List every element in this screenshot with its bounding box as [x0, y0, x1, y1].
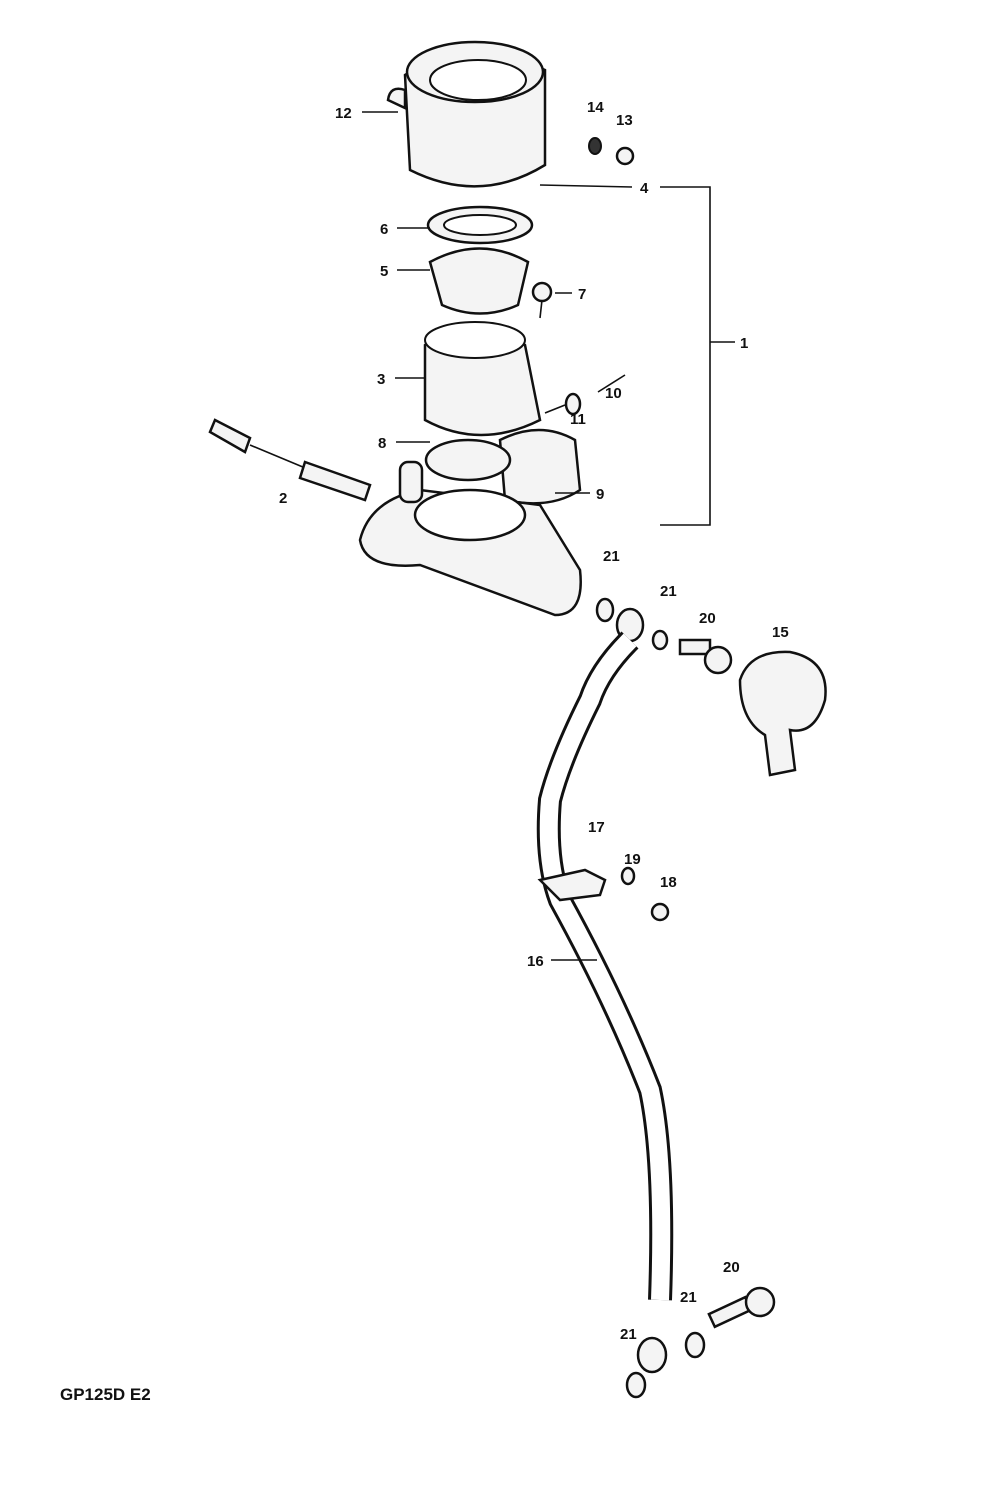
callout-17: 17 [588, 819, 605, 836]
callout-6: 6 [380, 221, 388, 238]
callout-18: 18 [660, 874, 677, 891]
callout-2: 2 [279, 490, 287, 507]
part-reservoir-cap [386, 40, 547, 188]
callout-4: 4 [640, 180, 649, 197]
part-pivot-bolt [597, 374, 626, 393]
callout-13: 13 [616, 112, 633, 129]
part-screw-13 [615, 146, 635, 166]
part-gasket [424, 438, 512, 482]
part-nut [564, 392, 582, 416]
callout-19: 19 [624, 851, 641, 868]
part-screw-18 [650, 902, 670, 922]
part-washer-14 [588, 137, 602, 155]
part-bleeder-cap [738, 650, 827, 777]
leader-lines [362, 111, 735, 961]
callout-21: 21 [680, 1289, 697, 1306]
part-screw [531, 281, 553, 319]
part-banjo-bolt-upper [678, 638, 733, 675]
callout-9: 9 [596, 486, 604, 503]
callout-20: 20 [699, 610, 716, 627]
callout-20: 20 [723, 1259, 740, 1276]
callout-10: 10 [605, 385, 622, 402]
callout-21: 21 [603, 548, 620, 565]
part-washer-19 [620, 866, 636, 886]
part-push-rod [208, 418, 372, 502]
diagram-code: GP125D E2 [60, 1385, 151, 1404]
callout-15: 15 [772, 624, 789, 641]
callout-5: 5 [380, 263, 388, 280]
callout-11: 11 [570, 411, 586, 428]
callout-14: 14 [587, 99, 604, 116]
part-banjo-bolt-lower [707, 1286, 776, 1329]
callout-7: 7 [578, 286, 586, 303]
callout-1: 1 [740, 335, 748, 352]
callout-8: 8 [378, 435, 386, 452]
part-diaphragm [428, 247, 530, 315]
callout-21: 21 [660, 583, 677, 600]
callout-21: 21 [620, 1326, 637, 1343]
callout-3: 3 [377, 371, 385, 388]
part-hose-clamp [537, 868, 607, 902]
callout-12: 12 [335, 105, 352, 122]
callout-16: 16 [527, 953, 544, 970]
part-cylinder-body [358, 488, 582, 617]
